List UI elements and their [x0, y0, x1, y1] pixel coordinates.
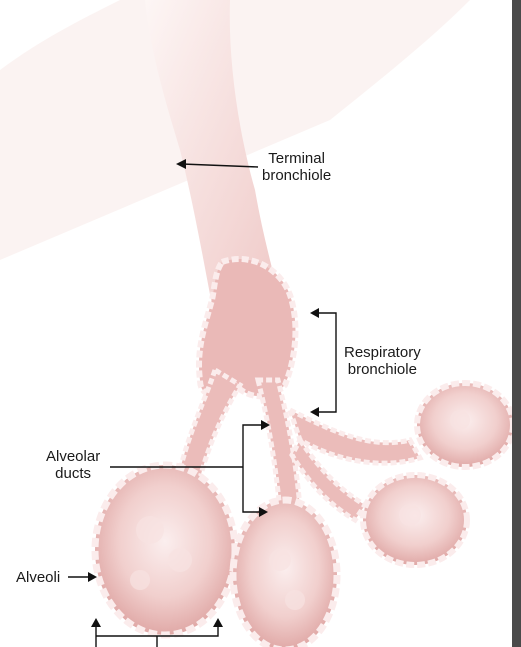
label-respiratory-bronchiole: Respiratory bronchiole [344, 344, 421, 378]
label-alveolar-ducts: Alveolar ducts [46, 448, 100, 482]
label-alveoli: Alveoli [16, 569, 60, 586]
label-terminal-bronchiole: Terminal bronchiole [262, 150, 331, 184]
alveolar-sac-left [95, 465, 235, 635]
left-alveolar-duct-shape [180, 370, 240, 478]
page-edge-bar [512, 0, 521, 647]
alveolar-sac-middle [233, 500, 337, 647]
middle-alveolar-duct-shape [258, 380, 300, 510]
